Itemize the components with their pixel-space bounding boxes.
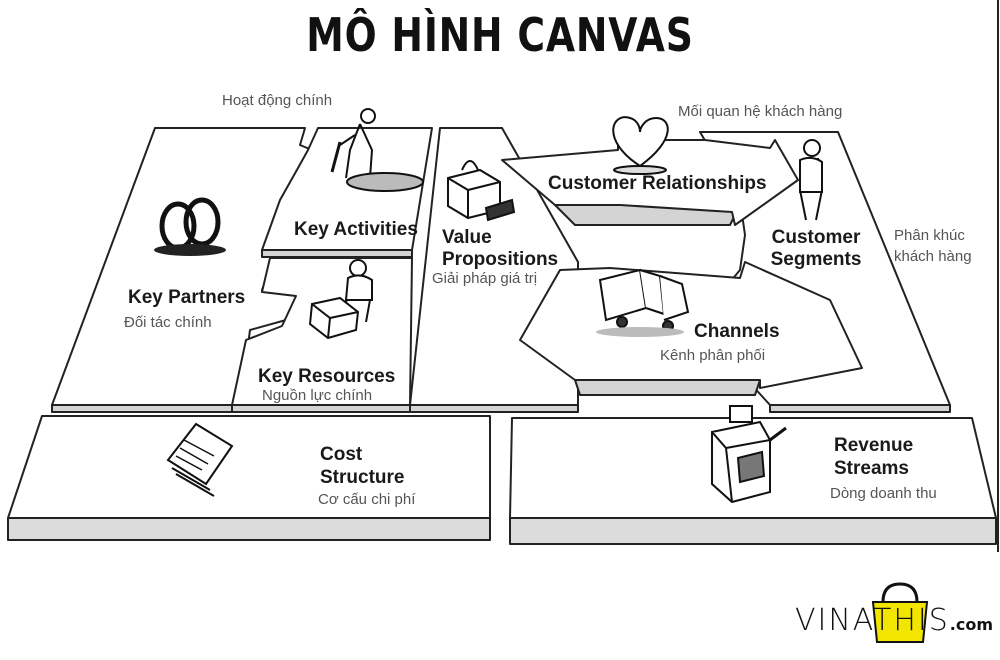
value-propositions-title-line2: Propositions: [442, 249, 559, 270]
cash-register-icon: [711, 405, 787, 504]
customer-relationships-title: Customer Relationships: [548, 173, 767, 194]
value-propositions-title-line1: Value: [442, 227, 492, 248]
channels-subtitle: Kênh phân phối: [660, 347, 766, 364]
gift-box-icon: [447, 160, 516, 222]
vinathis-logo[interactable]: VINATHIS.com: [795, 603, 993, 643]
revenue-streams-title-line1: Revenue: [834, 435, 914, 456]
rings-icon: [154, 197, 226, 256]
key-activities-title: Key Activities: [294, 219, 418, 240]
value-propositions-subtitle: Giải pháp giá trị: [432, 270, 538, 287]
revenue-streams-subtitle: Dòng doanh thu: [830, 485, 937, 502]
customer-segments-title-line1: Customer: [771, 227, 861, 248]
logo-suffix: .com: [949, 615, 994, 634]
cost-structure-title-line2: Structure: [320, 467, 405, 488]
document-stack-icon: [166, 422, 234, 497]
person-with-machine-icon: [308, 259, 373, 340]
standing-person-icon: [798, 139, 824, 221]
key-resources-subtitle: Nguồn lực chính: [262, 387, 373, 404]
customer-segments-title-line2: Segments: [770, 249, 862, 270]
channels-title: Channels: [694, 321, 780, 342]
customer-relationships-subtitle: Mối quan hệ khách hàng: [678, 103, 843, 120]
key-partners-subtitle: Đối tác chính: [124, 314, 212, 331]
digging-person-icon: [330, 108, 424, 192]
revenue-streams-title-line2: Streams: [834, 458, 909, 479]
page-title: MÔ HÌNH CANVAS: [306, 8, 694, 62]
heart-icon: [612, 116, 669, 175]
customer-segments-subtitle-line2: khách hàng: [894, 248, 972, 265]
shopping-bag-icon: [871, 582, 929, 643]
customer-relationships-arrow: [501, 139, 799, 226]
key-resources-title: Key Resources: [258, 366, 396, 387]
customer-segments-subtitle-line1: Phân khúc: [894, 227, 965, 244]
cost-structure-subtitle: Cơ cấu chi phí: [318, 491, 416, 508]
key-partners-title: Key Partners: [128, 287, 246, 308]
cost-structure-title-line1: Cost: [320, 444, 363, 465]
cost-structure-panel: [7, 415, 491, 541]
truck-icon: [596, 268, 690, 337]
logo-text: VINATHIS: [795, 603, 950, 638]
key-activities-subtitle: Hoạt động chính: [222, 92, 333, 109]
